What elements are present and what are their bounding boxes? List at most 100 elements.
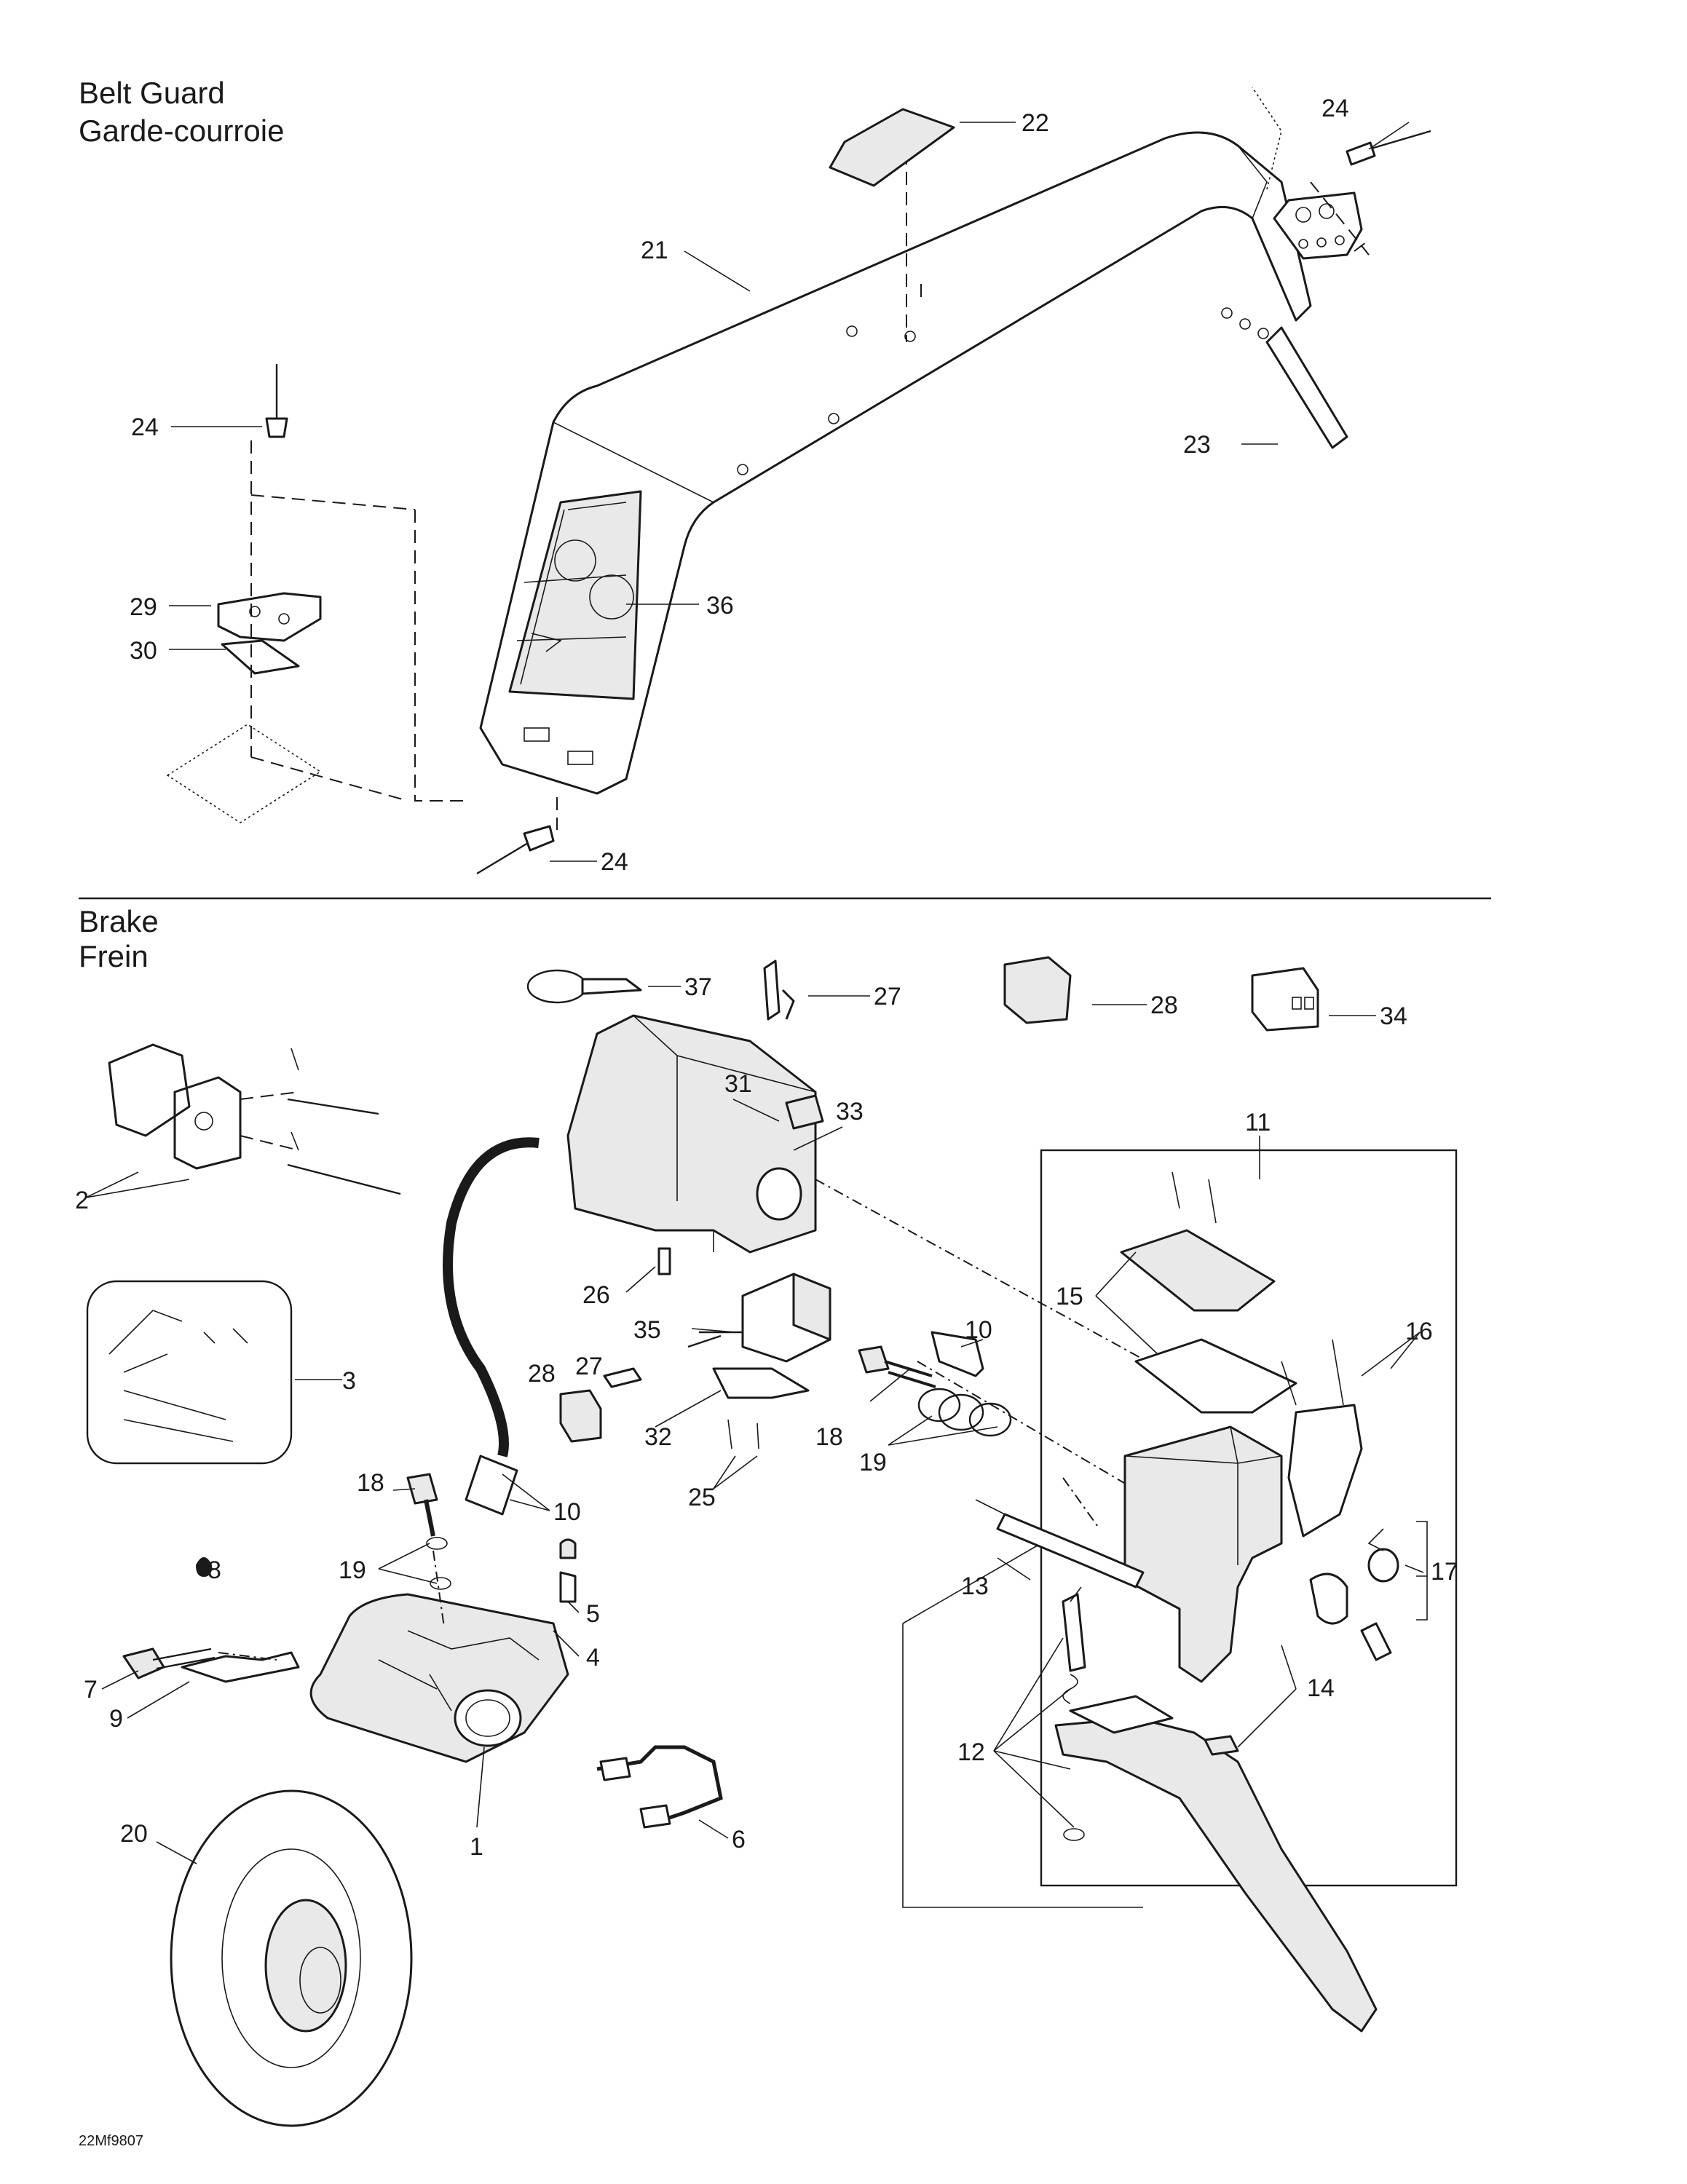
- callout-2: 2: [75, 1187, 89, 1214]
- push-rod: [996, 1513, 1145, 1588]
- brake-title-en: Brake: [79, 904, 159, 938]
- belt-guard-assembly: [166, 87, 1431, 875]
- callout-15: 15: [1056, 1283, 1083, 1310]
- callout-28-lower: 28: [528, 1360, 556, 1388]
- callout-27-top: 27: [874, 983, 901, 1010]
- callout-24-top-right: 24: [1321, 95, 1349, 122]
- callout-24-upper-left: 24: [131, 414, 159, 441]
- callout-16: 16: [1405, 1318, 1433, 1345]
- slot-right: [567, 751, 593, 765]
- callout-32: 32: [644, 1423, 672, 1451]
- callout-14: 14: [1307, 1674, 1335, 1702]
- pin-kit-box: [86, 1280, 293, 1465]
- caliper-bolt: [122, 1647, 216, 1679]
- callout-36: 36: [706, 592, 734, 620]
- callout-4: 4: [586, 1644, 600, 1671]
- callout-18-upper: 18: [815, 1423, 843, 1451]
- callout-8: 8: [208, 1556, 221, 1584]
- callout-27-lower: 27: [575, 1353, 603, 1380]
- washer-upper-1: [917, 1388, 961, 1423]
- callout-1: 1: [470, 1833, 483, 1861]
- brake-line: [596, 1745, 723, 1829]
- callout-20: 20: [120, 1820, 148, 1848]
- lever-adjuster: [1069, 1695, 1174, 1734]
- hose-fitting-lower: [465, 1455, 518, 1516]
- brake-assembly: [86, 956, 1458, 2127]
- callout-23: 23: [1183, 431, 1211, 459]
- callout-17: 17: [1431, 1558, 1458, 1586]
- belt-guard-rear-bracket: [1273, 191, 1363, 260]
- callout-9: 9: [109, 1705, 123, 1733]
- adhesive-drop-icon: [195, 1557, 213, 1578]
- callout-10-upper: 10: [965, 1316, 992, 1344]
- belt-guard-support-bracket: [217, 592, 322, 642]
- callout-26: 26: [582, 1281, 610, 1309]
- reservoir-diaphragm: [1134, 1338, 1297, 1414]
- belt-guard-title-en: Belt Guard: [79, 76, 225, 110]
- reservoir-cover: [1120, 1229, 1276, 1312]
- callout-5: 5: [586, 1600, 600, 1628]
- callout-33: 33: [836, 1098, 864, 1125]
- callout-29: 29: [130, 593, 157, 621]
- cable-tie: [526, 969, 642, 1004]
- clamp-screws: [1281, 1339, 1344, 1406]
- callout-31: 31: [724, 1070, 752, 1098]
- washer-upper-2: [938, 1393, 984, 1431]
- drawing-code: 22Mf9807: [79, 2133, 143, 2149]
- belt-guard-body: [479, 131, 1312, 795]
- retaining-strap: [1265, 326, 1348, 449]
- brake-pads: [108, 1043, 242, 1170]
- terminal-clip: [763, 960, 795, 1021]
- mirror-mount-plug: [1360, 1622, 1392, 1661]
- callout-37: 37: [684, 973, 712, 1001]
- rivet-top-right: [1346, 130, 1431, 166]
- switch-spring: [657, 1247, 671, 1275]
- connector-housing-socket: [1251, 967, 1319, 1032]
- callout-21: 21: [641, 237, 668, 264]
- terminal-small: [603, 1367, 642, 1388]
- mirror-mount-cap: [1309, 1572, 1348, 1625]
- callout-24-lower: 24: [601, 848, 628, 876]
- callout-3: 3: [342, 1367, 356, 1395]
- callout-7: 7: [84, 1676, 98, 1704]
- master-cylinder: [1123, 1425, 1283, 1683]
- bleeder-cap: [559, 1538, 577, 1559]
- slot-left: [524, 727, 550, 742]
- callout-30: 30: [130, 637, 157, 665]
- callout-34: 34: [1380, 1002, 1407, 1030]
- callout-12: 12: [957, 1738, 985, 1766]
- locking-tab: [181, 1651, 300, 1683]
- circlip: [1063, 1828, 1085, 1841]
- pivot-nut: [1204, 1735, 1239, 1756]
- connector-housing: [1003, 956, 1072, 1024]
- washer-upper-3: [968, 1402, 1012, 1437]
- warning-decal: [508, 490, 642, 700]
- brake-disc: [170, 1789, 413, 2127]
- callout-19-lower: 19: [339, 1556, 366, 1584]
- callout-labels: 22 24 21 24 23 29 30 36 24 37 27 28 34 3…: [75, 95, 1458, 1861]
- brake-caliper: [309, 1593, 569, 1763]
- callout-28-top: 28: [1150, 992, 1178, 1019]
- brake-title-fr: Frein: [79, 939, 149, 973]
- bleeder-valve: [559, 1571, 577, 1603]
- banjo-bolt-upper: [858, 1345, 936, 1388]
- cover-screws: [1172, 1171, 1217, 1224]
- callout-10-lower: 10: [553, 1498, 581, 1526]
- brake-hose: [443, 1137, 540, 1457]
- callout-25: 25: [688, 1484, 716, 1511]
- callout-22: 22: [1022, 109, 1049, 137]
- callout-6: 6: [732, 1826, 746, 1853]
- callout-leaders: [85, 122, 1428, 1864]
- callout-13: 13: [961, 1572, 989, 1600]
- callout-18-lower: 18: [357, 1469, 384, 1497]
- brake-lever: [1054, 1717, 1378, 2033]
- banjo-bolt-lower: [406, 1473, 438, 1537]
- cover-decal: [785, 1094, 824, 1130]
- callout-11: 11: [1245, 1109, 1271, 1136]
- pad-pins: [287, 1048, 401, 1195]
- mirror-mount-cap-2: [1367, 1548, 1399, 1583]
- callout-19-upper: 19: [859, 1449, 887, 1476]
- callout-35: 35: [633, 1316, 661, 1344]
- connector-small: [559, 1389, 602, 1443]
